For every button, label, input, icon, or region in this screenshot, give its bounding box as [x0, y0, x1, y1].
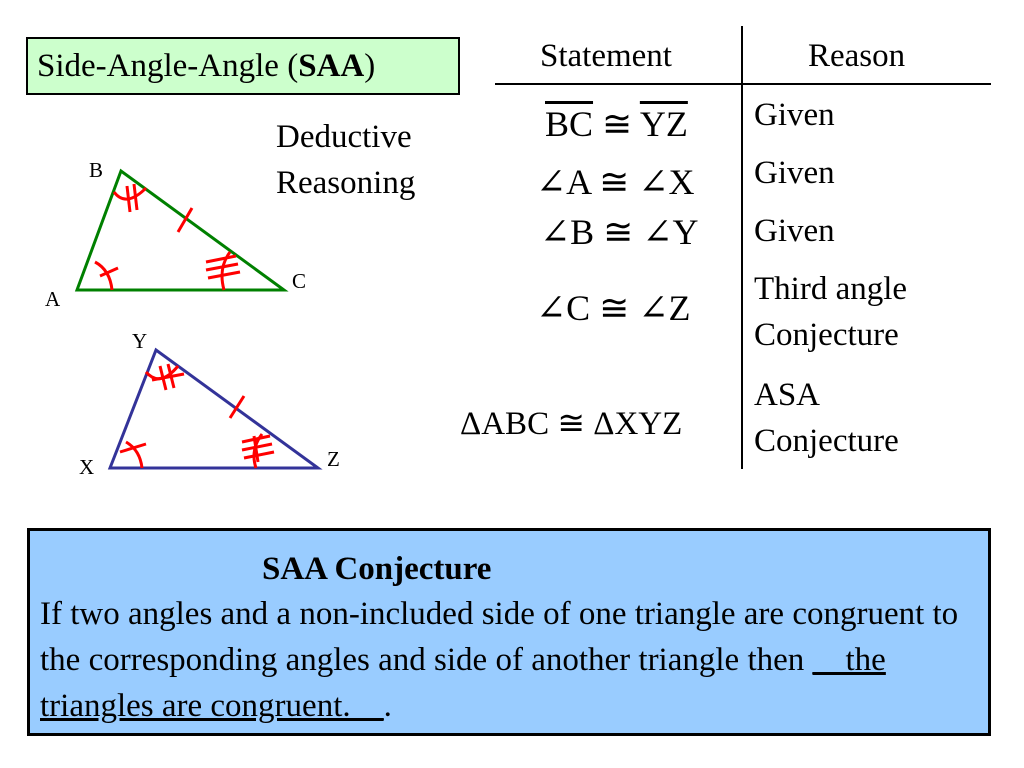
deductive-reasoning-note: Deductive Reasoning [276, 114, 415, 206]
conjecture-title: SAA Conjecture [262, 551, 492, 587]
triangle-abc-marks [94, 183, 241, 291]
congruent-symbol: ≅ [593, 104, 640, 144]
reason-row-4: Third angle Conjecture [754, 266, 907, 358]
reason-row-2: Given [754, 155, 835, 191]
conjecture-body: If two angles and a non-included side of… [40, 596, 959, 678]
reason-row-4-line1: Third angle [754, 271, 908, 307]
triangles-diagram: B A C Y X Z [45, 158, 340, 479]
triangle-xyz-name: ΔXYZ [593, 406, 683, 442]
triangle-abc-name: ΔABC [460, 406, 550, 442]
triangle-xyz-marks [119, 363, 275, 469]
conjecture-text: If two angles and a non-included side of… [40, 591, 980, 729]
reason-row-3: Given [754, 213, 835, 249]
proof-column-divider [741, 26, 743, 469]
vertex-label-a: A [45, 287, 61, 311]
reason-header: Reason [808, 38, 906, 74]
triangle-xyz [107, 347, 323, 470]
statement-row-4: ∠C ≅ ∠Z [536, 288, 691, 328]
vertex-label-b: B [89, 158, 103, 182]
statement-row-2: ∠A ≅ ∠X [536, 162, 695, 202]
segment-bc: BC [545, 104, 594, 144]
title-box: Side-Angle-Angle (SAA) [26, 37, 460, 95]
title-bold: SAA [298, 48, 365, 84]
statement-row-5: ΔABC ≅ ΔXYZ [460, 404, 682, 444]
reason-row-4-line2: Conjecture [754, 317, 899, 353]
vertex-label-c: C [292, 269, 306, 293]
statement-row-1: BC ≅ YZ [545, 104, 688, 144]
segment-yz: YZ [639, 104, 688, 144]
statement-header: Statement [540, 38, 672, 74]
reason-row-5-line2: Conjecture [754, 423, 899, 459]
vertex-label-x: X [79, 455, 94, 479]
triangle-abc [74, 168, 289, 292]
vertex-label-z: Z [327, 447, 340, 471]
conjecture-blank-answer: __the triangles are congruent.__ [40, 642, 886, 724]
proof-header-rule [495, 83, 991, 85]
statement-row-3: ∠B ≅ ∠Y [540, 212, 699, 252]
reason-row-5-line1: ASA [754, 377, 821, 413]
conjecture-period: . [383, 688, 392, 724]
vertex-label-y: Y [132, 329, 147, 353]
congruent-symbol-2: ≅ [549, 406, 594, 442]
reason-row-1: Given [754, 97, 835, 133]
conjecture-box: SAA Conjecture If two angles and a non-i… [27, 528, 991, 736]
deductive-line: Deductive [276, 119, 412, 155]
reasoning-line: Reasoning [276, 165, 416, 201]
reason-row-5: ASA Conjecture [754, 372, 899, 464]
title-prefix: Side-Angle-Angle ( [37, 48, 299, 84]
title-suffix: ) [364, 48, 376, 84]
